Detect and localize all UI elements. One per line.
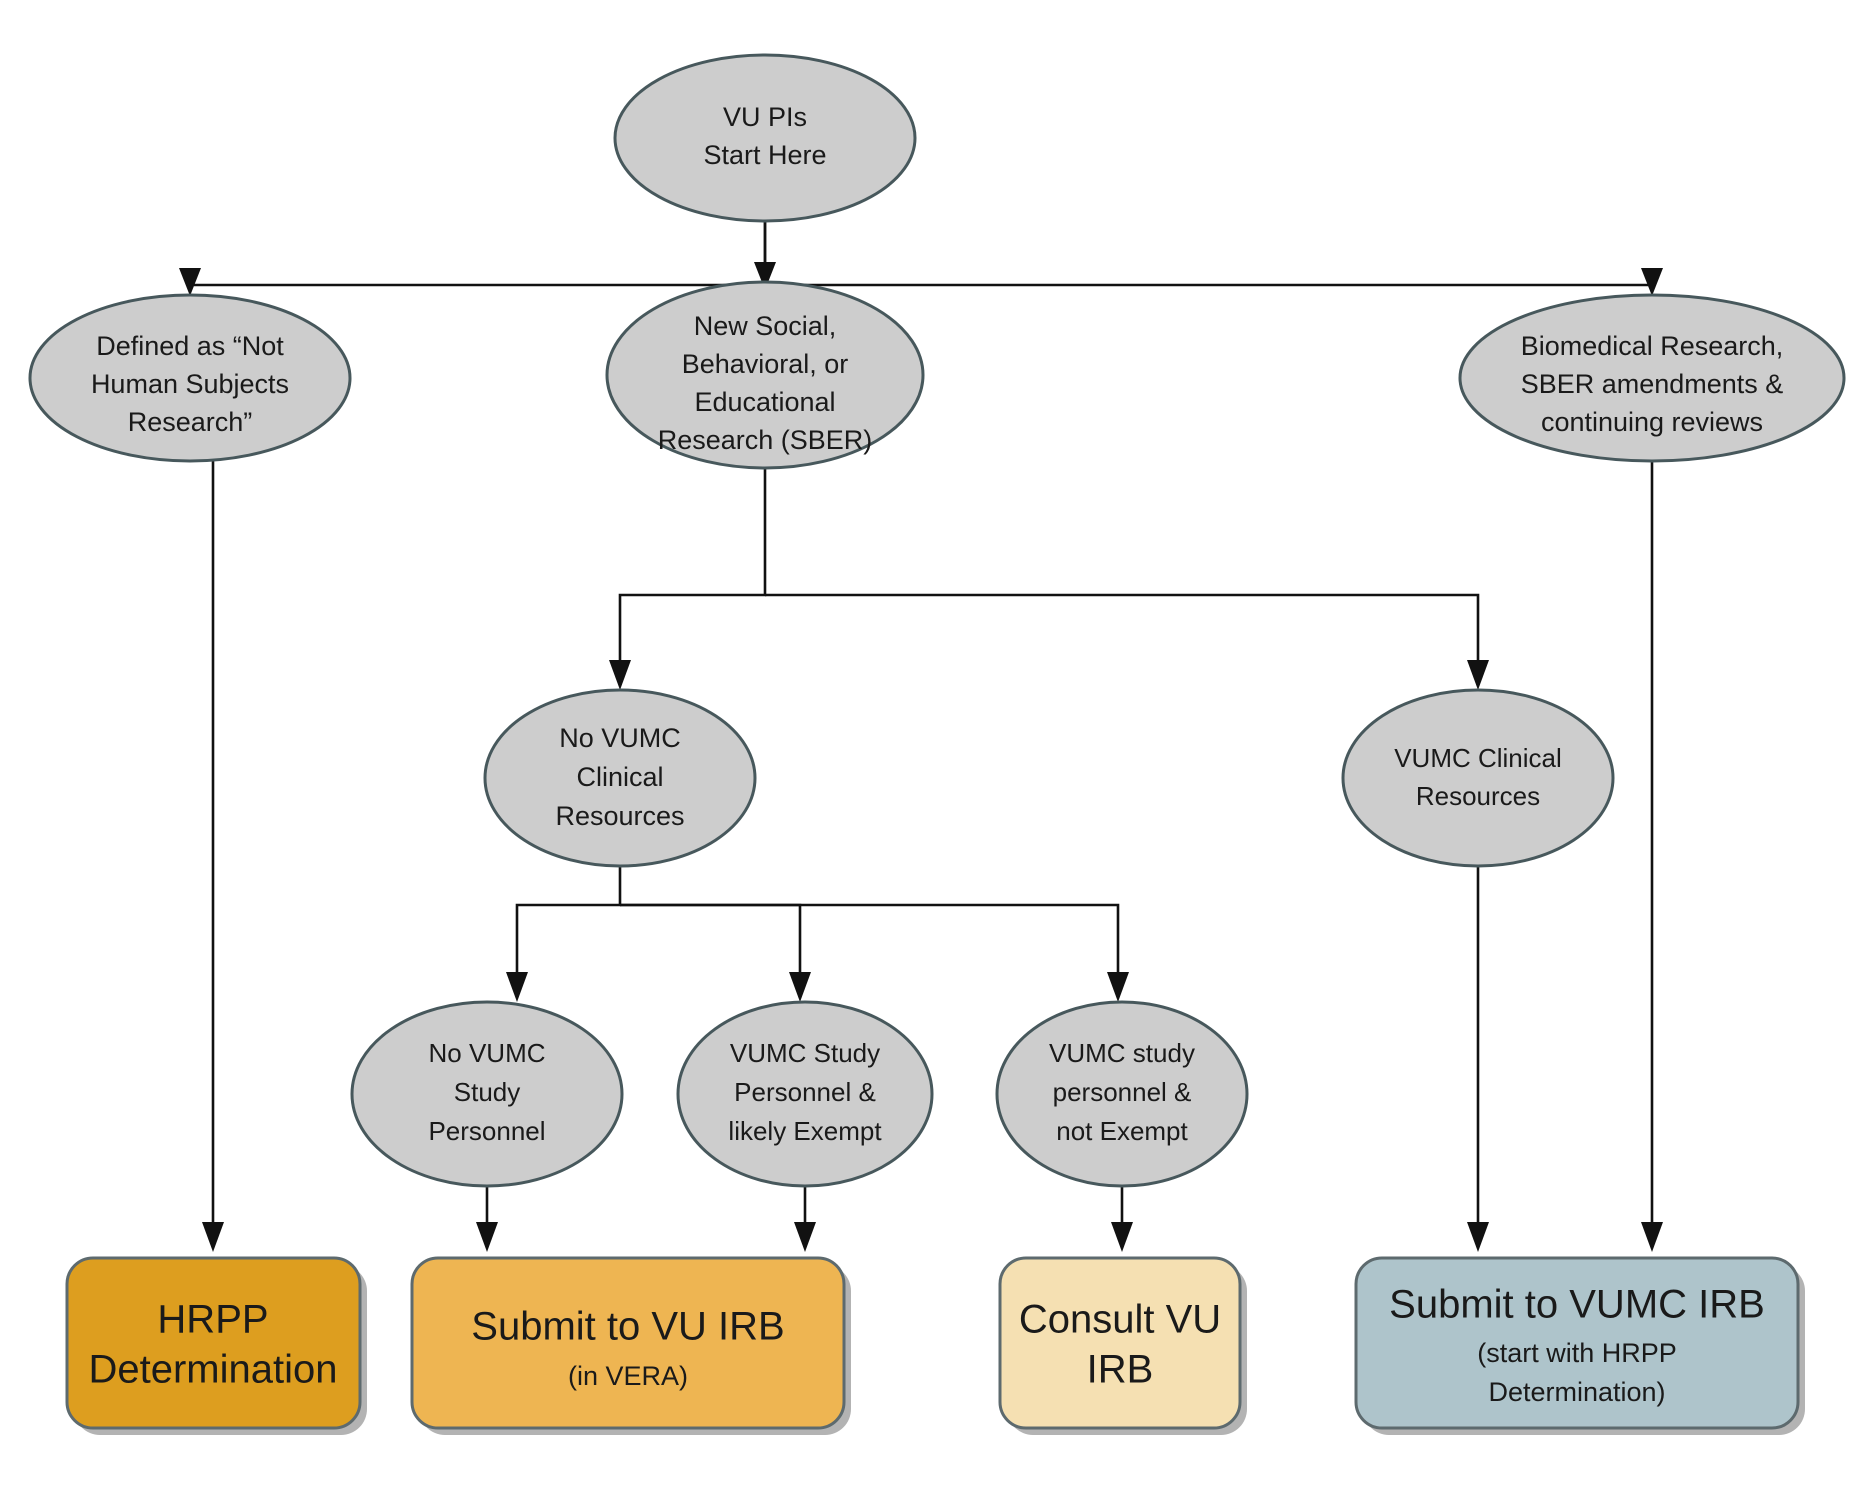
node-biomedical-research-shape — [1458, 293, 1846, 463]
node-new-sber-shape — [605, 280, 925, 470]
node-vumc-study-personnel-not-exempt-line-2: personnel & — [1053, 1077, 1192, 1107]
edge-start-to-nhsr — [179, 221, 767, 296]
node-no-vumc-study-personnel-line-1: No VUMC — [428, 1038, 545, 1068]
node-new-sber[interactable]: New Social, Behavioral, or Educational R… — [605, 280, 925, 470]
edge-start-to-biomed — [765, 268, 1663, 296]
node-vu-pis-start-here-line-2: Start Here — [703, 140, 826, 170]
edge-sber-to-vumc-resources — [765, 593, 1489, 690]
node-biomedical-research[interactable]: Biomedical Research, SBER amendments & c… — [1458, 293, 1846, 463]
node-no-vumc-clinical-resources-line-3: Resources — [555, 801, 684, 831]
node-no-vumc-clinical-resources-line-1: No VUMC — [559, 723, 681, 753]
node-vumc-study-personnel-likely-exempt-line-2: Personnel & — [734, 1077, 876, 1107]
box-submit-to-vumc-irb-sub-1: (start with HRPP — [1477, 1338, 1677, 1368]
node-no-vumc-clinical-resources-line-2: Clinical — [576, 762, 663, 792]
node-vumc-clinical-resources[interactable]: VUMC Clinical Resources — [1341, 688, 1615, 868]
node-not-human-subjects-research-line-3: Research” — [128, 407, 253, 437]
edge-likely-exempt-to-submit-vu — [794, 1186, 816, 1252]
node-biomedical-research-line-1: Biomedical Research, — [1521, 331, 1784, 361]
connector-layer — [179, 221, 1663, 1252]
node-not-human-subjects-research-line-2: Human Subjects — [91, 369, 289, 399]
box-submit-to-vumc-irb-shape — [1354, 1256, 1800, 1430]
node-new-sber-line-4: Research (SBER) — [658, 425, 873, 455]
box-submit-to-vumc-irb-sub-2: Determination) — [1488, 1377, 1665, 1407]
node-no-vumc-study-personnel[interactable]: No VUMC Study Personnel — [350, 1000, 624, 1188]
node-vumc-clinical-resources-line-2: Resources — [1416, 781, 1540, 811]
node-vumc-clinical-resources-shape — [1341, 688, 1615, 868]
node-vumc-study-personnel-not-exempt[interactable]: VUMC study personnel & not Exempt — [995, 1000, 1249, 1188]
node-new-sber-line-2: Behavioral, or — [682, 349, 849, 379]
node-vumc-study-personnel-not-exempt-line-3: not Exempt — [1056, 1116, 1188, 1146]
box-submit-to-vu-irb-shape — [410, 1256, 846, 1430]
node-new-sber-line-1: New Social, — [694, 311, 837, 341]
edge-no-vumc-personnel-to-submit-vu — [476, 1186, 498, 1252]
edge-nhsr-to-hrpp — [202, 461, 224, 1252]
edge-sber-to-no-vumc-resources — [609, 468, 767, 690]
node-not-human-subjects-research-shape — [28, 293, 352, 463]
node-new-sber-line-3: Educational — [694, 387, 835, 417]
edge-no-vumc-res-to-likely-exempt — [620, 903, 811, 1002]
node-vu-pis-start-here-line-1: VU PIs — [723, 102, 807, 132]
node-no-vumc-study-personnel-line-3: Personnel — [428, 1116, 545, 1146]
node-no-vumc-study-personnel-line-2: Study — [454, 1077, 521, 1107]
box-consult-vu-irb-line-1: Consult VU — [1019, 1298, 1221, 1342]
node-biomedical-research-line-3: continuing reviews — [1541, 407, 1763, 437]
box-submit-to-vu-irb-line-1: Submit to VU IRB — [471, 1305, 784, 1349]
box-consult-vu-irb[interactable]: Consult VU IRB — [998, 1256, 1247, 1435]
node-vumc-study-personnel-likely-exempt-line-3: likely Exempt — [728, 1116, 882, 1146]
edge-no-vumc-res-to-no-vumc-personnel — [506, 866, 622, 1002]
box-consult-vu-irb-line-2: IRB — [1087, 1348, 1154, 1392]
node-vumc-study-personnel-not-exempt-line-1: VUMC study — [1049, 1038, 1195, 1068]
edge-not-exempt-to-consult-vu — [1111, 1186, 1133, 1252]
box-hrpp-determination[interactable]: HRPP Determination — [65, 1256, 367, 1435]
edge-biomed-to-submit-vumc — [1641, 461, 1663, 1252]
node-no-vumc-clinical-resources-shape — [483, 688, 757, 868]
node-biomedical-research-line-2: SBER amendments & — [1521, 369, 1784, 399]
node-vumc-clinical-resources-line-1: VUMC Clinical — [1394, 743, 1562, 773]
box-submit-to-vu-irb-sub-1: (in VERA) — [568, 1361, 688, 1391]
edge-no-vumc-res-to-not-exempt — [620, 903, 1129, 1002]
box-hrpp-determination-line-2: Determination — [88, 1348, 337, 1392]
edge-start-to-sber — [754, 221, 776, 290]
node-vumc-study-personnel-likely-exempt-line-1: VUMC Study — [730, 1038, 880, 1068]
box-hrpp-determination-shape — [65, 1256, 362, 1430]
node-vumc-study-personnel-likely-exempt-shape — [676, 1000, 934, 1188]
node-not-human-subjects-research[interactable]: Defined as “Not Human Subjects Research” — [28, 293, 352, 463]
node-vumc-study-personnel-likely-exempt[interactable]: VUMC Study Personnel & likely Exempt — [676, 1000, 934, 1188]
box-hrpp-determination-line-1: HRPP — [157, 1298, 268, 1342]
box-submit-to-vu-irb[interactable]: Submit to VU IRB (in VERA) — [410, 1256, 851, 1435]
box-consult-vu-irb-shape — [998, 1256, 1242, 1430]
edge-vumc-res-to-submit-vumc — [1467, 866, 1489, 1252]
box-submit-to-vumc-irb-line-1: Submit to VUMC IRB — [1389, 1283, 1765, 1327]
node-vu-pis-start-here[interactable]: VU PIs Start Here — [613, 53, 917, 223]
node-no-vumc-clinical-resources[interactable]: No VUMC Clinical Resources — [483, 688, 757, 868]
node-no-vumc-study-personnel-shape — [350, 1000, 624, 1188]
box-submit-to-vumc-irb[interactable]: Submit to VUMC IRB (start with HRPP Dete… — [1354, 1256, 1805, 1435]
node-not-human-subjects-research-line-1: Defined as “Not — [96, 331, 284, 361]
node-vumc-study-personnel-not-exempt-shape — [995, 1000, 1249, 1188]
node-vu-pis-start-here-shape — [613, 53, 917, 223]
